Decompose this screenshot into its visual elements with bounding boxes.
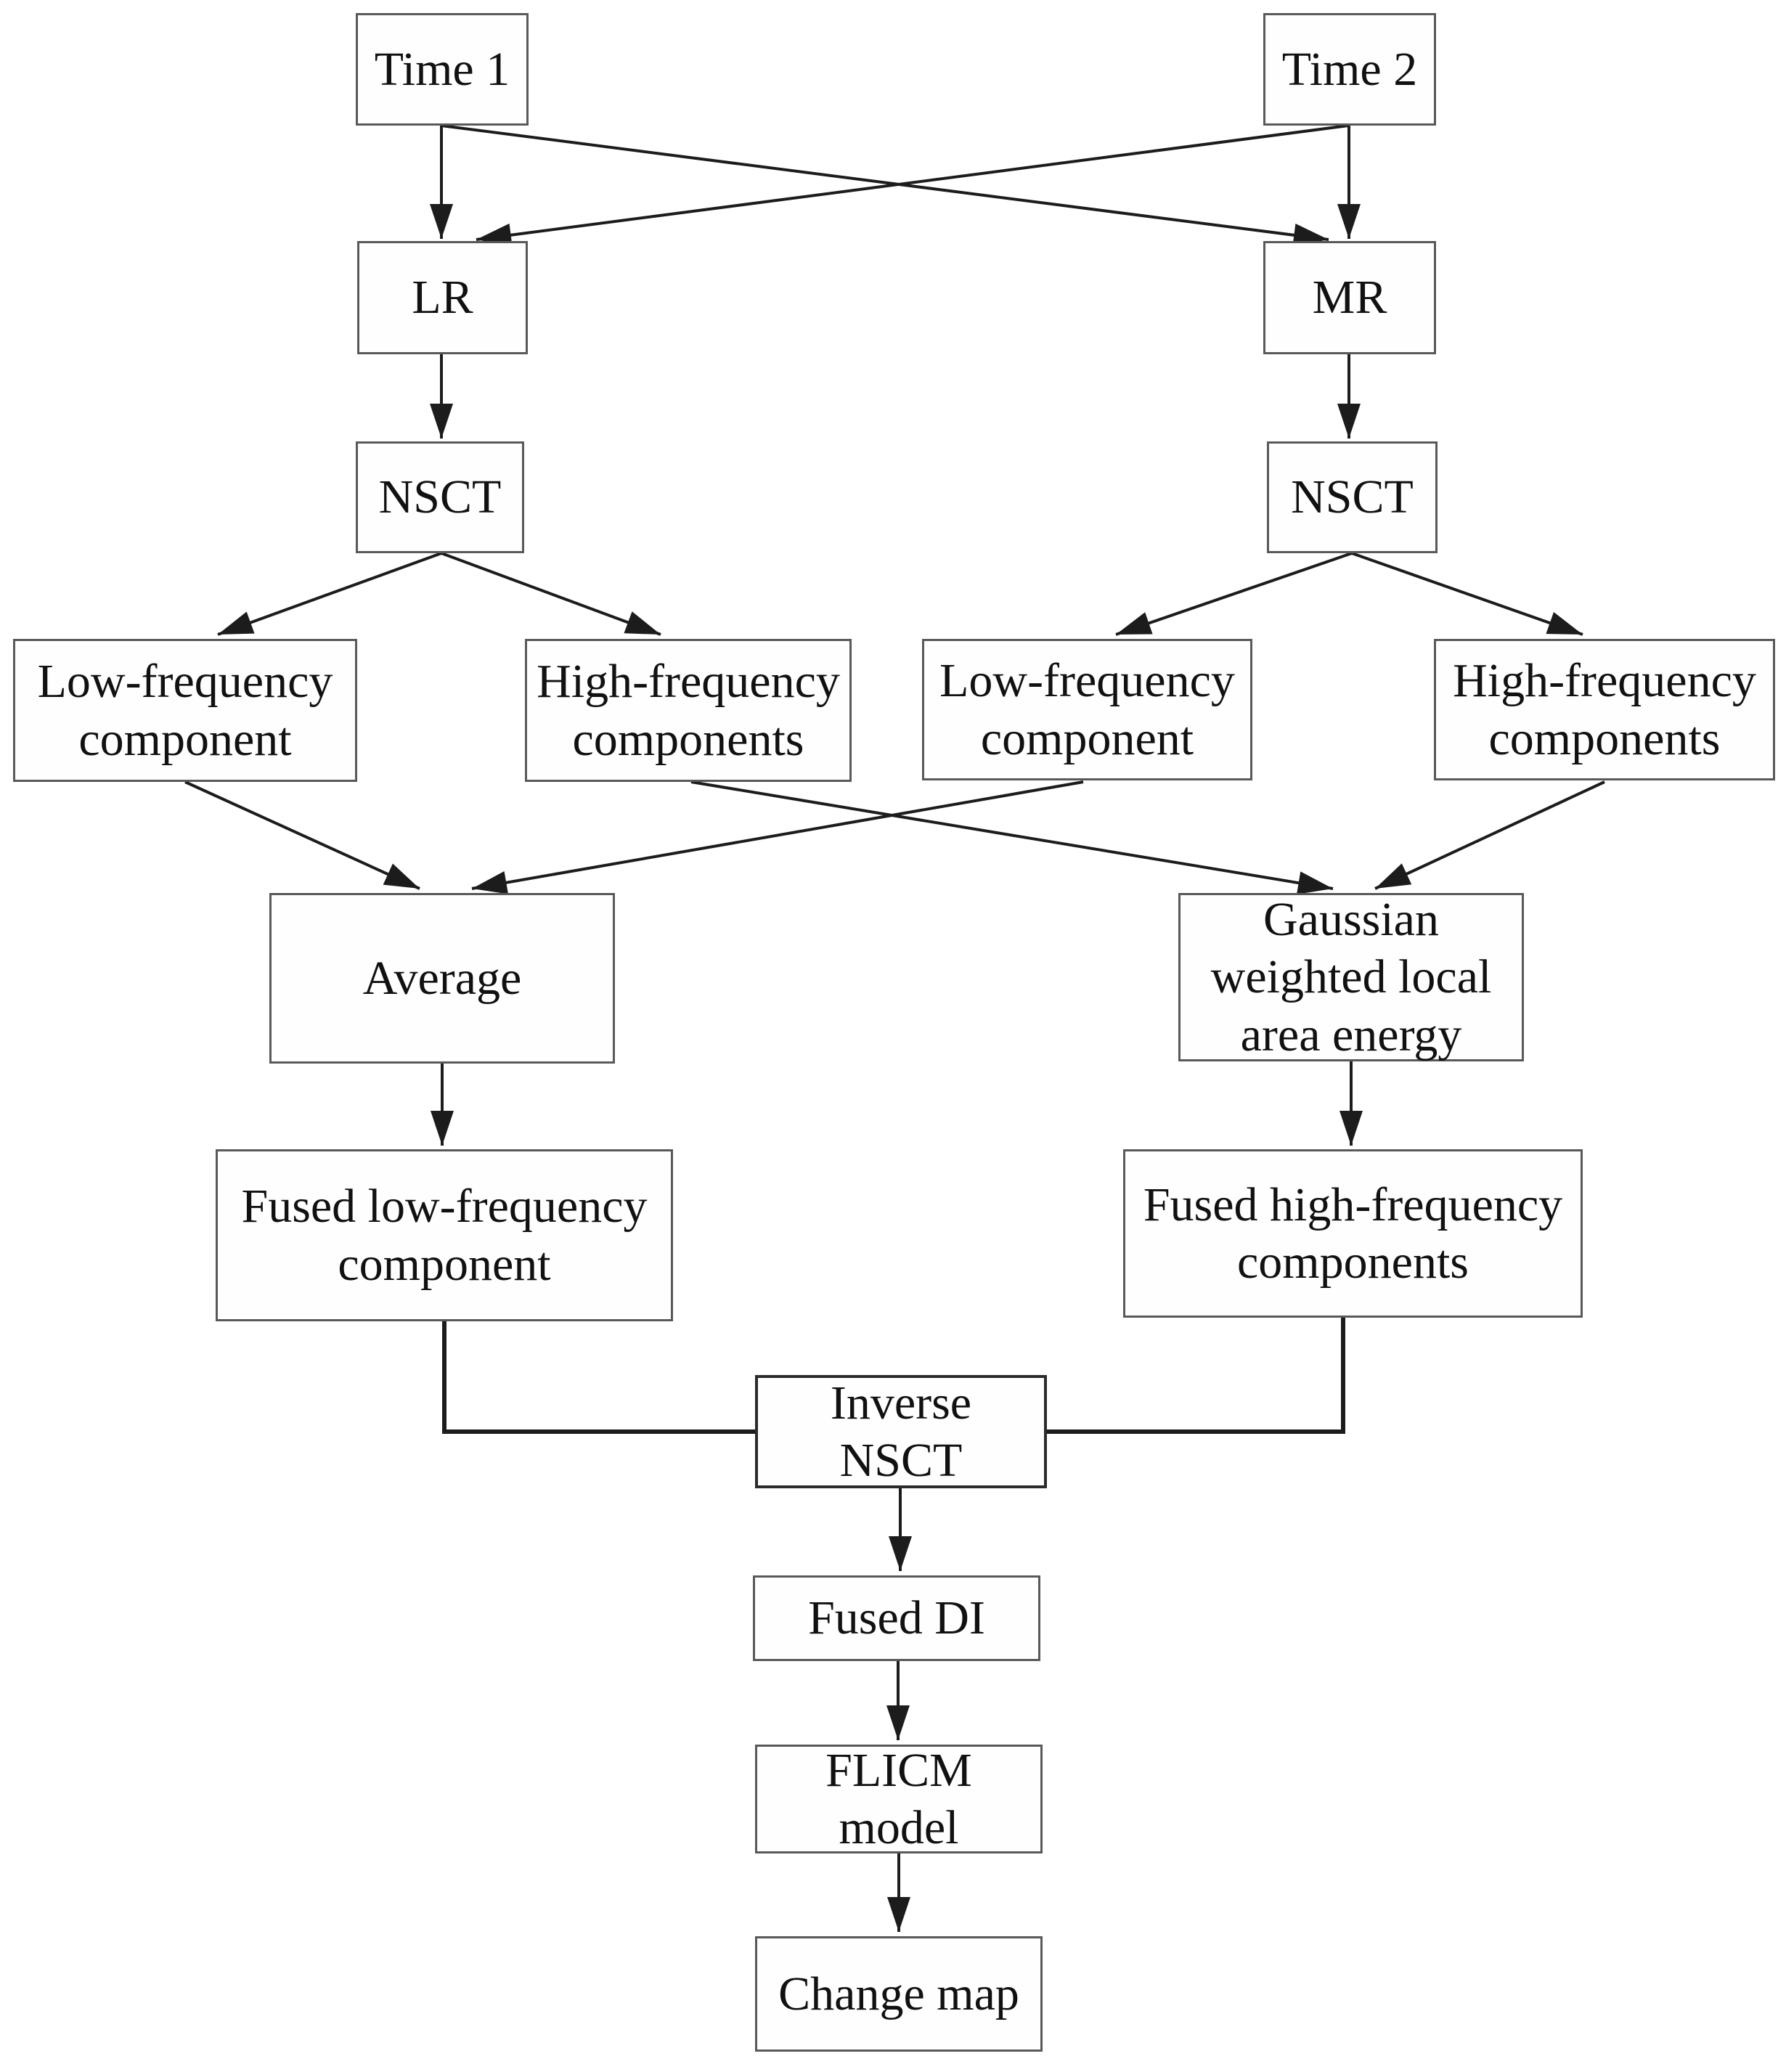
node-label: NSCT: [378, 470, 502, 524]
node-label: FLICM model: [825, 1743, 972, 1854]
node-fused-di: Fused DI: [753, 1575, 1040, 1661]
edge-highr-gaussian: [1374, 780, 1605, 890]
edge-time2-lr: [476, 124, 1349, 247]
node-lr: LR: [357, 241, 528, 354]
node-gaussian-weighted-local-area-energy: Gaussian weighted local area energy: [1178, 893, 1524, 1061]
node-label: Change map: [778, 1967, 1019, 2020]
node-fused-low-frequency: Fused low-frequency component: [216, 1149, 673, 1321]
node-label: Average: [362, 951, 522, 1005]
node-nsct-left: NSCT: [356, 441, 524, 553]
edge-highl-gaussian: [690, 780, 1334, 894]
node-label: Low-frequency component: [37, 655, 333, 766]
node-label: Fused DI: [808, 1591, 985, 1645]
node-low-frequency-left: Low-frequency component: [13, 639, 357, 782]
node-inverse-nsct: Inverse NSCT: [755, 1375, 1047, 1488]
edge-nsctl-highl: [441, 552, 661, 636]
node-label: Fused high-frequency components: [1143, 1178, 1563, 1289]
edge-lowr-average: [471, 780, 1084, 894]
edge-nsctr-lowr: [1115, 552, 1353, 636]
edge-nsctr-highr: [1351, 552, 1583, 636]
node-mr: MR: [1263, 241, 1436, 354]
edge-lowl-average: [184, 780, 420, 890]
node-label: Gaussian weighted local area energy: [1210, 893, 1492, 1061]
node-label: Low-frequency component: [939, 654, 1235, 765]
node-label: Fused low-frequency component: [241, 1180, 648, 1291]
node-label: MR: [1312, 271, 1387, 325]
node-label: Inverse NSCT: [830, 1376, 972, 1487]
node-time1: Time 1: [356, 13, 529, 126]
node-high-frequency-left: High-frequency components: [525, 639, 852, 782]
node-low-frequency-right: Low-frequency component: [922, 639, 1252, 780]
node-label: Time 1: [374, 42, 510, 96]
edge-time1-mr: [441, 124, 1329, 247]
node-label: Time 2: [1281, 42, 1418, 96]
node-high-frequency-right: High-frequency components: [1434, 639, 1775, 780]
node-label: LR: [412, 271, 473, 325]
node-average: Average: [269, 893, 615, 1064]
node-change-map: Change map: [755, 1936, 1043, 2052]
edge-fusedlow-inverse: [442, 1321, 755, 1434]
node-label: NSCT: [1291, 470, 1414, 524]
node-flicm-model: FLICM model: [755, 1743, 1043, 1854]
edge-fusedhigh-inverse: [1047, 1318, 1345, 1434]
node-label: High-frequency components: [537, 655, 840, 766]
node-label: High-frequency components: [1453, 654, 1756, 765]
node-fused-high-frequency: Fused high-frequency components: [1123, 1149, 1583, 1318]
edge-nsctl-lowl: [217, 552, 442, 636]
node-time2: Time 2: [1263, 13, 1436, 126]
node-nsct-right: NSCT: [1267, 441, 1438, 553]
